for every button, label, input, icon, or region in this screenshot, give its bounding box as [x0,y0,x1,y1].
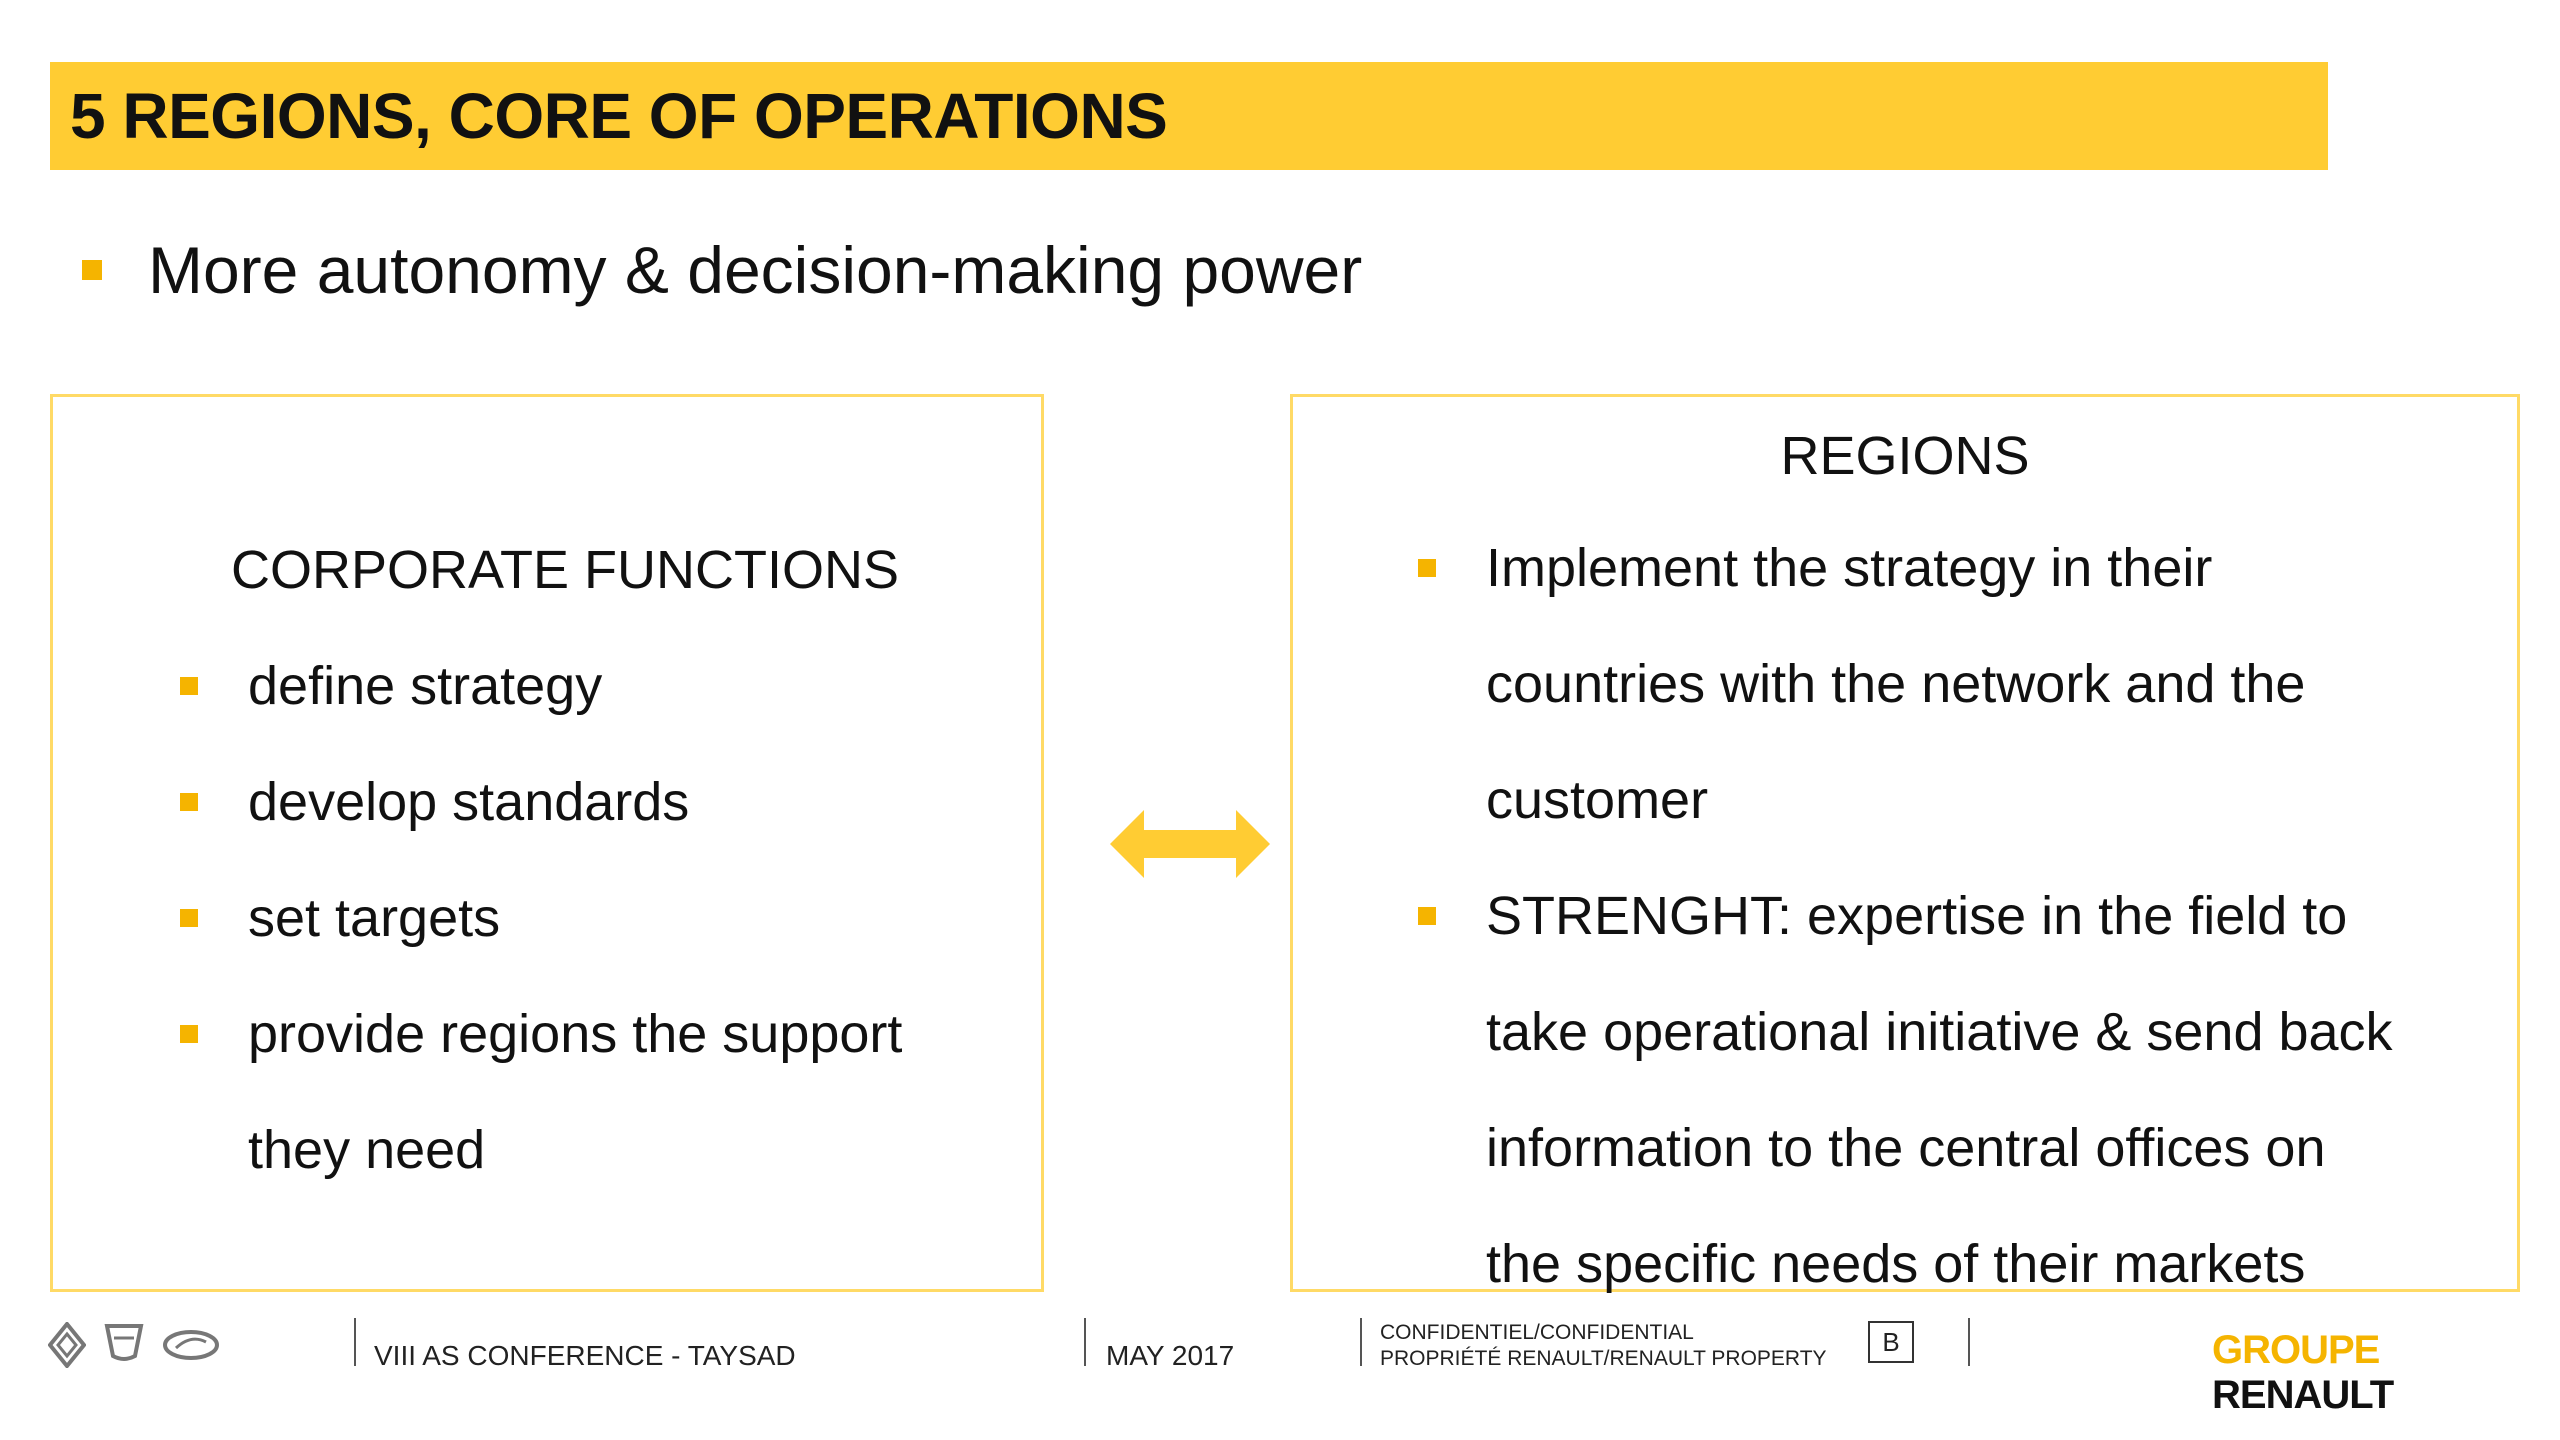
list-item-text: set targets [248,888,501,948]
conference-label: VIII AS CONFERENCE - TAYSAD [374,1340,796,1371]
bullet-square-icon [1418,907,1436,925]
list-item-text: take operational initiative & send back [1486,1002,2393,1062]
corporate-functions-heading: CORPORATE FUNCTIONS [231,540,900,600]
bullet-square-icon [1418,559,1436,577]
brand-part-renault: RENAULT [2212,1373,2394,1417]
bullet-square-icon [180,1025,198,1043]
list-item-text: countries with the network and the [1486,654,2306,714]
list-item-text: define strategy [248,656,603,716]
list-item-text: develop standards [248,772,690,832]
date-label: MAY 2017 [1106,1340,1235,1371]
regions-list: Implement the strategy in their countries… [1418,510,2393,1322]
groupe-renault-logo: GROUPE RENAULT [2212,1328,2560,1418]
lada-logo-icon [163,1330,219,1360]
footer-separator [354,1318,356,1366]
main-bullet: More autonomy & decision-making power [82,232,1362,308]
regions-box: REGIONS Implement the strategy in their c… [1290,394,2520,1294]
list-item-text: STRENGHT: expertise in the field to [1486,886,2348,946]
list-item: information to the central offices on [1486,1090,2393,1206]
confidential-line-1: CONFIDENTIEL/CONFIDENTIAL [1380,1321,1694,1344]
list-item: take operational initiative & send back [1486,974,2393,1090]
list-item: define strategy [180,628,902,744]
list-item-text: provide regions the support [248,1004,903,1064]
list-item: set targets [180,860,902,976]
classification-badge: B [1868,1321,1914,1363]
main-bullet-text: More autonomy & decision-making power [148,233,1363,307]
list-item-text: they need [248,1120,486,1180]
corporate-functions-list: define strategy develop standards set targ… [180,628,903,1208]
list-item: STRENGHT: expertise in the field to [1418,858,2393,974]
bullet-square-icon [82,260,102,280]
list-item: the specific needs of their markets [1486,1206,2393,1322]
list-item: develop standards [180,744,902,860]
list-item: provide regions the support [180,976,903,1092]
footer-separator [1360,1318,1362,1366]
double-arrow-icon [1110,810,1270,878]
bullet-square-icon [180,909,198,927]
list-item-text: customer [1486,770,1709,830]
brand-part-groupe: GROUPE [2212,1328,2380,1372]
list-item: customer [1486,742,2393,858]
renault-logo-icon [48,1322,86,1368]
corporate-functions-box: CORPORATE FUNCTIONS define strategy devel… [50,394,1044,1292]
list-item-text: Implement the strategy in their [1486,538,2213,598]
footer-separator [1968,1318,1970,1366]
confidential-line-2: PROPRIÉTÉ RENAULT/RENAULT PROPERTY [1380,1347,1827,1370]
list-item-text: the specific needs of their markets [1486,1234,2306,1294]
footer: VIII AS CONFERENCE - TAYSAD MAY 2017 CON… [0,1300,2560,1440]
regions-heading: REGIONS [1780,426,2030,486]
bullet-square-icon [180,793,198,811]
list-item: Implement the strategy in their [1418,510,2393,626]
list-item-text: information to the central offices on [1486,1118,2326,1178]
footer-separator [1084,1318,1086,1366]
title-bar: 5 REGIONS, CORE OF OPERATIONS [50,62,2328,170]
slide-title: 5 REGIONS, CORE OF OPERATIONS [70,80,1168,152]
list-item: they need [248,1092,902,1208]
list-item: countries with the network and the [1486,626,2393,742]
dacia-logo-icon [104,1324,144,1361]
bullet-square-icon [180,677,198,695]
